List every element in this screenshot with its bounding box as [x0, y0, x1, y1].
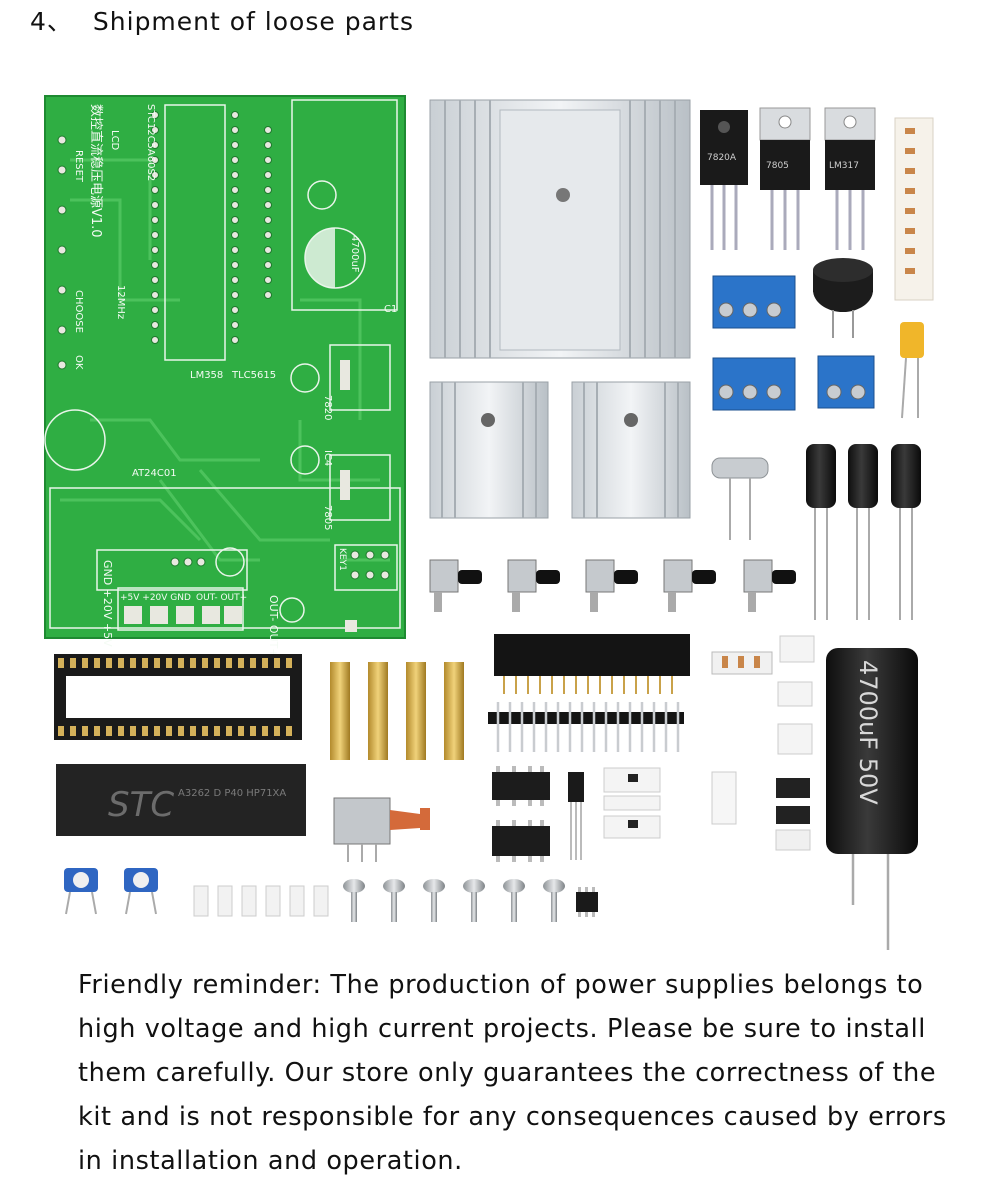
reminder-line: Friendly reminder: The production of pow…: [78, 970, 924, 1000]
smd-switches: [603, 767, 811, 851]
reminder-line: in installation and operation.: [78, 1146, 463, 1176]
section-title: Shipment of loose parts: [92, 7, 414, 36]
parts-photo: 数控直流稳压电源V1.0 STC12C5A60S2 LCD RESET CHOO…: [44, 95, 934, 950]
small-heatsink-right: [571, 381, 691, 519]
smd-ic: [576, 887, 598, 917]
terminal-block-2pin: [817, 355, 875, 409]
pcb-at24-label: AT24C01: [132, 468, 177, 479]
small-heatsink-left: [429, 381, 549, 519]
screws: [343, 879, 565, 922]
pcb-cap-label: 4700uF: [349, 235, 360, 273]
female-header: [494, 634, 690, 694]
capacitor-large: 4700uF 50V: [826, 648, 918, 950]
reminder-line: them carefully. Our store only guarantee…: [78, 1058, 937, 1088]
reminder-line: kit and is not responsible for any conse…: [78, 1102, 947, 1132]
pcb-choose-label: CHOOSE: [73, 290, 84, 333]
pcb-mcu-label: STC12C5A60S2: [145, 104, 156, 181]
small-jst-row: [193, 885, 329, 917]
pcb-terminal-label: +5V +20V GND: [120, 593, 191, 603]
regulator-1: 7820A: [700, 110, 748, 250]
mcu-chip-code: A3262 D P40 HP71XA: [178, 788, 286, 799]
capacitor-small-1: [806, 444, 836, 620]
capacitor-small-3: [891, 444, 921, 620]
ic-socket: [54, 654, 302, 740]
mcu-chip: STC A3262 D P40 HP71XA: [56, 764, 306, 836]
pcb-gnd-side-label: GND +20V +5V: [101, 560, 114, 647]
pcb-lm358-label: LM358: [190, 370, 223, 381]
friendly-reminder: Friendly reminder: The production of pow…: [78, 963, 978, 1183]
pcb-key-label: KEY1: [337, 548, 347, 571]
pcb-out-side-label: OUT- OUT+: [267, 595, 280, 658]
pcb-7820-label: 7820: [322, 395, 333, 420]
dip-chip-2: [492, 820, 550, 862]
brass-standoffs: [330, 662, 464, 760]
dip-chip-1: [492, 766, 550, 806]
pcb-lcd-label: LCD: [109, 130, 120, 151]
mcu-chip-brand: STC: [108, 785, 174, 825]
regulator-2: 7805: [759, 107, 811, 250]
reminder-line: high voltage and high current projects. …: [78, 1014, 926, 1044]
pcb-ic4-label: IC4: [322, 450, 333, 466]
transistor: [568, 772, 584, 860]
regulator-1-label: 7820A: [707, 153, 737, 163]
pcb-hz-label: 12MHz: [115, 285, 126, 319]
section-heading: 4、 Shipment of loose parts: [30, 2, 414, 38]
potentiometer-1: [64, 868, 98, 915]
pcb-tlc-label: TLC5615: [231, 370, 276, 381]
regulator-3: LM317: [824, 107, 876, 250]
pcb-board: 数控直流稳压电源V1.0 STC12C5A60S2 LCD RESET CHOO…: [44, 95, 406, 658]
pcb-ok-label: OK: [73, 355, 84, 370]
regulator-3-label: LM317: [829, 161, 859, 171]
resettable-fuse: [900, 322, 924, 419]
smd-resistor-strip: [894, 117, 934, 301]
buzzer: [813, 258, 873, 338]
pcb-title-label: 数控直流稳压电源V1.0: [88, 104, 104, 238]
potentiometer-2: [124, 868, 158, 915]
crystal-oscillator: [711, 457, 769, 540]
pcb-c1-label: C1: [384, 304, 397, 315]
male-header: [488, 702, 684, 752]
terminal-block-3pin-top: [712, 275, 796, 329]
push-switch: [333, 797, 430, 862]
terminal-block-3pin-bottom: [712, 357, 796, 411]
regulator-2-label: 7805: [766, 161, 789, 171]
pcb-7805-label: 7805: [322, 505, 333, 530]
pcb-reset-label: RESET: [73, 150, 84, 183]
large-heatsink: [429, 99, 691, 359]
jst-connectors: [711, 635, 815, 755]
pcb-output-label: OUT- OUT+: [196, 593, 247, 603]
capacitor-small-2: [848, 444, 878, 620]
capacitor-large-label: 4700uF 50V: [854, 660, 882, 805]
section-number: 4、: [30, 7, 73, 36]
tactile-switches: [429, 559, 796, 612]
